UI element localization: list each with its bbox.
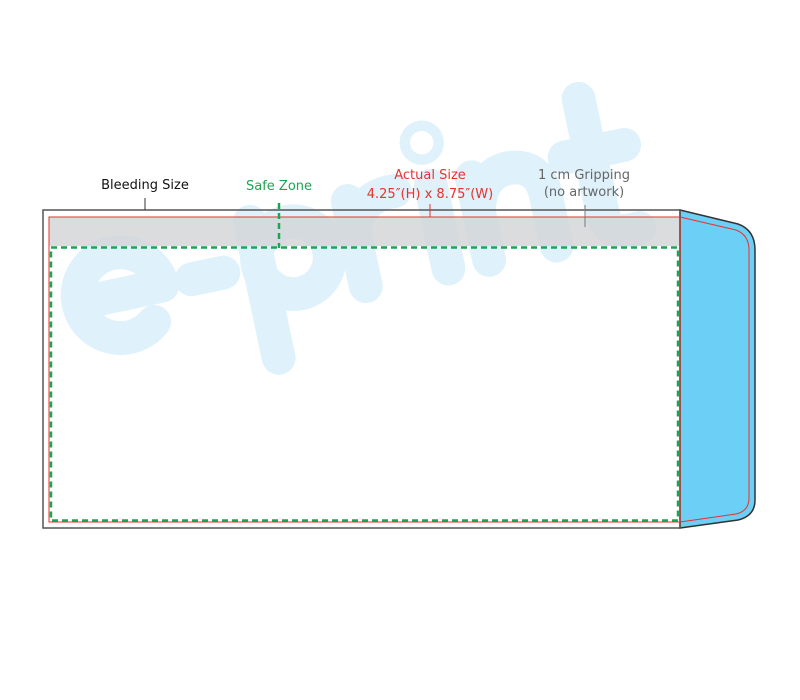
gripping-title: 1 cm Gripping [538,168,630,183]
envelope-flap [679,209,756,529]
actual-size-title: Actual Size [394,168,466,183]
gripping-note: (no artwork) [543,185,625,200]
gripping-band [49,217,680,246]
flap-actual-line [679,216,750,523]
bleeding-size-label: Bleeding Size [101,178,189,193]
safe-zone-outline [49,246,680,522]
safe-zone-label: Safe Zone [245,179,313,194]
actual-size-outline [48,216,681,523]
actual-size-dimensions: 4.25″(H) x 8.75″(W) [366,187,494,202]
